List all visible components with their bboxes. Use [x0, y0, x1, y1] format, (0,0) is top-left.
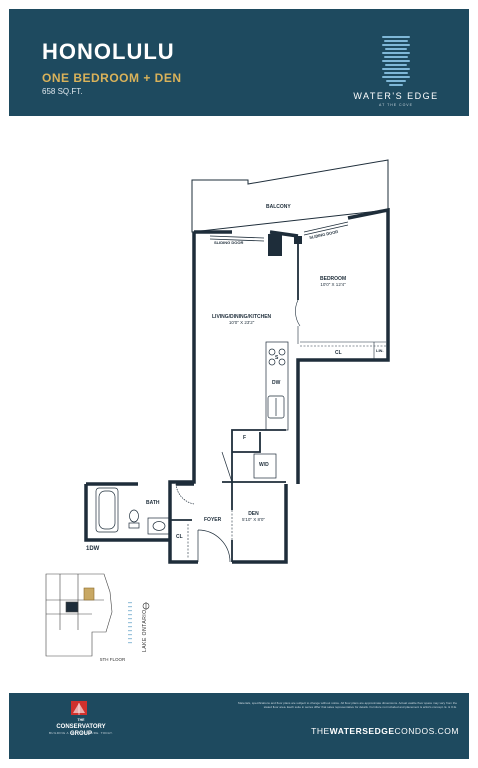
room-name: BEDROOM — [320, 276, 347, 282]
sliding-door-label: SLIDING DOOR — [214, 240, 244, 245]
washer-dryer-label: W/D — [259, 462, 269, 468]
room-den: DEN 5'10" X 8'0" — [242, 511, 265, 522]
laundry-closet — [221, 451, 277, 483]
column — [268, 234, 282, 256]
developer-tagline: BUILDING A BETTER FUTURE. TODAY. — [48, 731, 114, 735]
header-banner: HONOLULU ONE BEDROOM + DEN 658 SQ.FT. WA… — [9, 9, 469, 116]
brand-tagline: AT THE COVE — [379, 103, 413, 107]
bedroom-door — [295, 299, 301, 344]
lake-waves-icon — [128, 602, 132, 644]
conservatory-logo-icon — [71, 701, 87, 715]
legal-disclaimer: Materials, specifications and floor plan… — [238, 701, 457, 709]
closet-label: CL — [335, 350, 342, 356]
developer-name: THE CONSERVATORY GROUP — [56, 718, 106, 737]
lake-label: LAKE ONTARIO — [142, 609, 148, 652]
room-balcony: BALCONY — [266, 204, 291, 210]
entry-door — [197, 529, 231, 563]
suite-name: HONOLULU — [42, 39, 175, 64]
interior-walls — [170, 244, 299, 562]
kitchen-counters — [265, 341, 289, 431]
fridge-label: F — [243, 435, 247, 441]
unit-walls — [84, 207, 390, 564]
dishwasher-label: DW — [272, 380, 281, 386]
room-living: LIVING/DINING/KITCHEN 10'0" X 23'2" — [212, 314, 271, 325]
column — [294, 236, 302, 244]
suite-code: 1DW — [86, 546, 100, 552]
bathroom-fixtures — [95, 483, 195, 535]
website-link[interactable]: THEWATERSEDGECONDOS.COM — [311, 726, 459, 736]
room-dimensions: 10'0" X 23'2" — [228, 320, 255, 325]
waves-logo-icon — [382, 36, 410, 86]
stove-label: S — [275, 355, 279, 361]
north-arrow-icon — [142, 602, 150, 610]
room-bedroom: BEDROOM 10'0" X 12'4" — [320, 276, 346, 287]
footer-banner: THE CONSERVATORY GROUP BUILDING A BETTER… — [9, 693, 469, 759]
suite-type: ONE BEDROOM + DEN — [42, 71, 182, 85]
keyplan-floor-label: 5TH FLOOR — [100, 657, 126, 662]
keyplan — [45, 573, 113, 657]
suite-area: 658 SQ.FT. — [42, 87, 83, 96]
linen-label: LIN. — [376, 348, 384, 353]
brand-name: WATER'S EDGE — [353, 91, 439, 101]
balcony-outline — [191, 159, 389, 233]
room-dimensions: 10'0" X 12'4" — [320, 282, 346, 287]
floor-plan — [45, 159, 390, 657]
room-name: DEN — [248, 511, 259, 517]
sliding-doors — [209, 221, 349, 242]
closet-rail — [300, 341, 386, 360]
foyer-closet-label: CL — [176, 534, 183, 540]
room-dimensions: 5'10" X 8'0" — [242, 517, 265, 522]
room-name: LIVING/DINING/KITCHEN — [212, 314, 272, 320]
room-bath: BATH — [146, 500, 160, 506]
room-foyer: FOYER — [204, 517, 222, 523]
